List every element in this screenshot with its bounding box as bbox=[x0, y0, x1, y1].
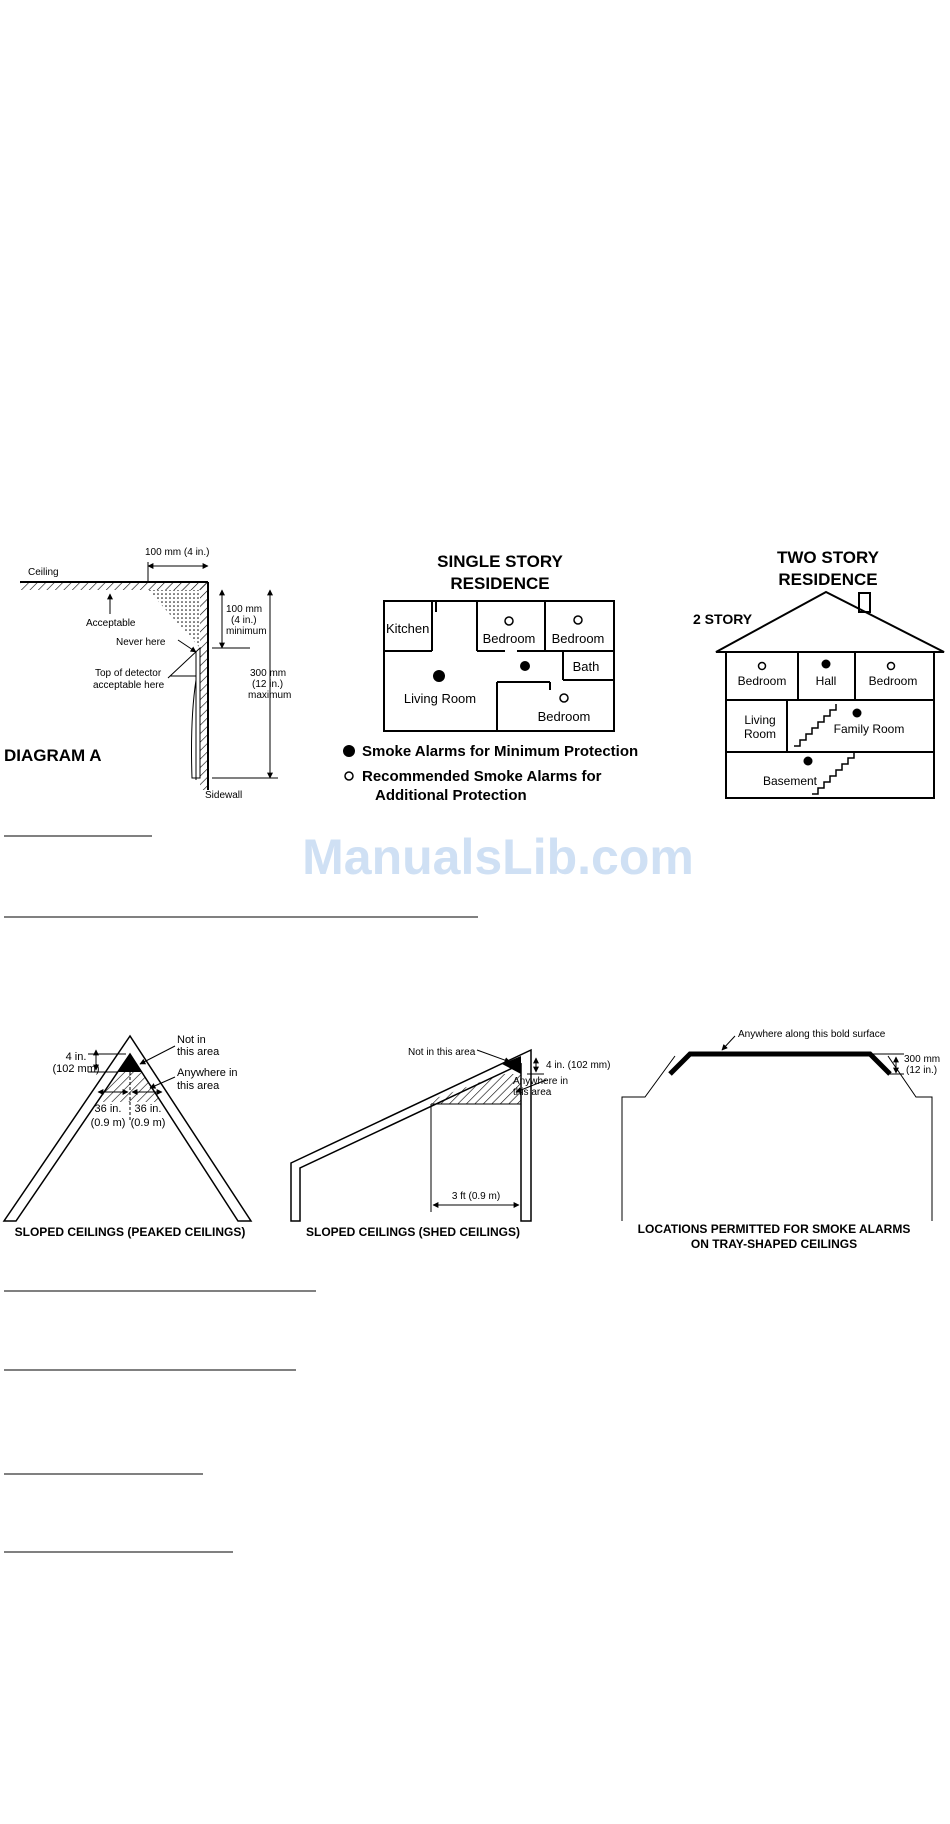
max-label-3: maximum bbox=[248, 690, 291, 701]
peak-right-dim-2: (0.9 m) bbox=[131, 1117, 166, 1129]
diagram-a-label: DIAGRAM A bbox=[4, 746, 102, 765]
room-living-2: Room bbox=[744, 727, 776, 741]
peak-dim-label-1: 4 in. bbox=[66, 1051, 87, 1063]
stairs-upper bbox=[794, 704, 837, 747]
peak-left-dim-1: 36 in. bbox=[95, 1103, 122, 1115]
peaked-ceiling-diagram: 4 in. (102 mm) Not in this area Anywhere… bbox=[2, 1034, 253, 1239]
alarm-minimum-icon bbox=[520, 661, 530, 671]
not-in-area-peak bbox=[118, 1054, 142, 1072]
room-basement: Basement bbox=[763, 774, 818, 788]
two-story-plan: TWO STORY RESIDENCE 2 STORY Bedroom Hall… bbox=[693, 548, 945, 799]
ceiling-label: Ceiling bbox=[28, 567, 59, 578]
legend-minimum-label: Smoke Alarms for Minimum Protection bbox=[362, 743, 638, 760]
tray-surface-label: Anywhere along this bold surface bbox=[738, 1029, 886, 1040]
shed-not-label: Not in this area bbox=[408, 1047, 476, 1058]
alarm-recommended-icon bbox=[757, 661, 767, 671]
legend-recommended-label-1: Recommended Smoke Alarms for bbox=[362, 768, 602, 785]
tray-ceiling-diagram: Anywhere along this bold surface 300 mm … bbox=[621, 1029, 940, 1251]
max-label-2: (12 in.) bbox=[252, 679, 283, 690]
watermark-text: ManualsLib.com bbox=[302, 829, 694, 885]
alarm-recommended-icon bbox=[559, 693, 569, 703]
two-story-title-2: RESIDENCE bbox=[778, 570, 877, 589]
sidewall-hatch bbox=[200, 582, 208, 790]
room-bedroom-right: Bedroom bbox=[869, 674, 918, 688]
alarm-minimum-icon bbox=[852, 708, 862, 718]
ceiling-hatch bbox=[20, 582, 208, 590]
room-bedroom-3: Bedroom bbox=[538, 709, 591, 724]
two-story-label: 2 STORY bbox=[693, 611, 753, 627]
width-dimension-label: 100 mm (4 in.) bbox=[145, 547, 209, 558]
never-here-area bbox=[148, 590, 200, 648]
min-label-3: minimum bbox=[226, 626, 267, 637]
shed-any-label-2: this area bbox=[513, 1087, 552, 1098]
room-family: Family Room bbox=[834, 722, 905, 736]
peak-not-label-1: Not in bbox=[177, 1034, 206, 1046]
tray-dim-label-1: 300 mm bbox=[904, 1054, 940, 1065]
alarm-minimum-icon bbox=[821, 659, 831, 669]
legend-minimum-icon bbox=[343, 745, 355, 757]
stairs-lower bbox=[812, 752, 855, 795]
room-bedroom-2: Bedroom bbox=[552, 631, 605, 646]
tray-bold-surface bbox=[668, 1051, 892, 1076]
room-bedroom-1: Bedroom bbox=[483, 631, 536, 646]
tray-caption-1: LOCATIONS PERMITTED FOR SMOKE ALARMS bbox=[638, 1222, 911, 1236]
tray-dim-label-2: (12 in.) bbox=[906, 1065, 937, 1076]
peak-dim-label-2: (102 mm) bbox=[52, 1063, 99, 1075]
never-here-label: Never here bbox=[116, 637, 166, 648]
anywhere-area-shed bbox=[431, 1074, 521, 1104]
legend-recommended-icon bbox=[344, 771, 354, 781]
room-bath: Bath bbox=[573, 659, 600, 674]
room-bedroom-left: Bedroom bbox=[738, 674, 787, 688]
alarm-minimum-icon bbox=[803, 756, 813, 766]
shed-any-label-1: Anywhere in bbox=[513, 1076, 568, 1087]
tray-caption-2: ON TRAY-SHAPED CEILINGS bbox=[691, 1237, 857, 1251]
single-story-title-1: SINGLE STORY bbox=[437, 552, 563, 571]
single-story-plan: SINGLE STORY RESIDENCE Kitchen Bedroom B… bbox=[343, 552, 638, 804]
alarm-recommended-icon bbox=[504, 616, 514, 626]
peak-any-label-2: this area bbox=[177, 1080, 220, 1092]
alarm-minimum-icon bbox=[433, 670, 445, 682]
two-story-title-1: TWO STORY bbox=[777, 548, 880, 567]
shed-ceiling-diagram: Not in this area 4 in. (102 mm) Anywhere… bbox=[290, 1047, 610, 1239]
single-story-title-2: RESIDENCE bbox=[450, 574, 549, 593]
room-living: Living Room bbox=[404, 691, 476, 706]
diagram-a: Ceiling 100 mm (4 in.) 100 mm (4 in.) mi… bbox=[4, 547, 291, 801]
peak-right-dim-1: 36 in. bbox=[135, 1103, 162, 1115]
min-label-2: (4 in.) bbox=[231, 615, 257, 626]
shed-caption: SLOPED CEILINGS (SHED CEILINGS) bbox=[306, 1225, 520, 1239]
shed-dim-label: 4 in. (102 mm) bbox=[546, 1060, 610, 1071]
peaked-caption: SLOPED CEILINGS (PEAKED CEILINGS) bbox=[15, 1225, 246, 1239]
alarm-recommended-icon bbox=[886, 661, 896, 671]
legend-recommended-label-2: Additional Protection bbox=[375, 787, 527, 804]
top-detector-label-2: acceptable here bbox=[93, 680, 165, 691]
shed-bottom-dim: 3 ft (0.9 m) bbox=[452, 1191, 500, 1202]
max-label-1: 300 mm bbox=[250, 668, 286, 679]
peak-any-label-1: Anywhere in bbox=[177, 1067, 238, 1079]
peak-left-dim-2: (0.9 m) bbox=[91, 1117, 126, 1129]
alarm-recommended-icon bbox=[573, 615, 583, 625]
room-hall: Hall bbox=[816, 674, 837, 688]
peak-not-label-2: this area bbox=[177, 1046, 220, 1058]
sidewall-label: Sidewall bbox=[205, 790, 242, 801]
room-kitchen: Kitchen bbox=[386, 621, 429, 636]
min-label-1: 100 mm bbox=[226, 604, 262, 615]
not-in-area-shed bbox=[502, 1056, 521, 1074]
acceptable-label: Acceptable bbox=[86, 618, 136, 629]
room-living-1: Living bbox=[744, 713, 775, 727]
top-detector-label-1: Top of detector bbox=[95, 668, 162, 679]
